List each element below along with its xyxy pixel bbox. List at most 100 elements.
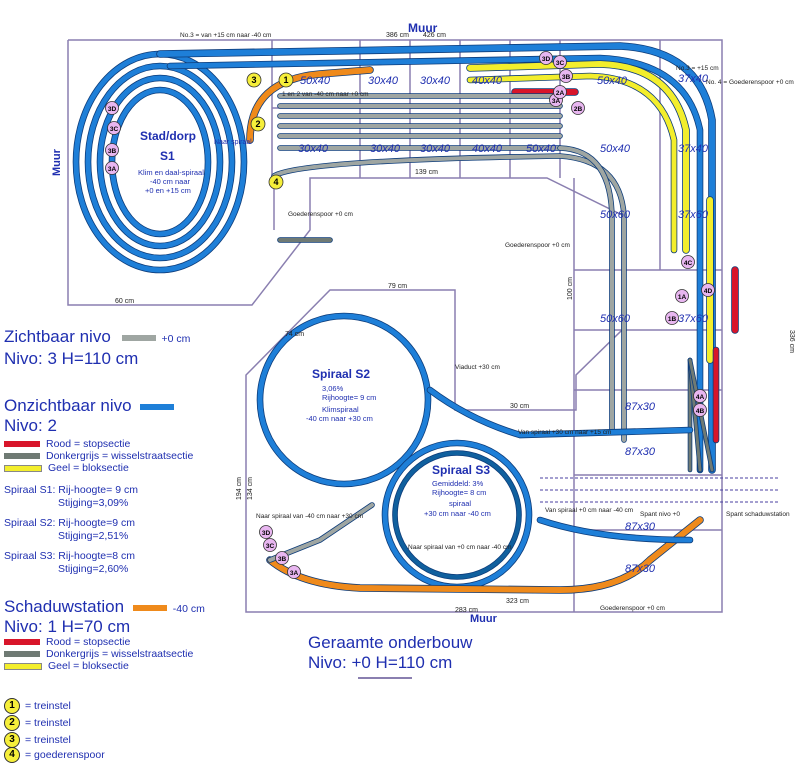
module-label: 37x40 (678, 73, 709, 85)
trein-badge: 2 (4, 715, 20, 731)
schaduw-value: -40 cm (172, 603, 205, 615)
s3-spiral-ring (382, 440, 532, 590)
legend-onzichtbaar-title: Onzichtbaar nivo (4, 396, 180, 416)
marker-label: 3A (108, 166, 117, 173)
trein-badge: 3 (4, 732, 20, 748)
zichtbaar-swatch (121, 334, 156, 341)
marker-dot (693, 403, 707, 417)
s1-desc-2: -40 cm naar (150, 177, 191, 186)
marker-dot (559, 69, 573, 83)
note-goederen-a: Goederenspoor +0 cm (288, 211, 353, 218)
dim-inner-6: 74 cm (285, 331, 304, 338)
s2-desc-4: -40 cm naar +30 cm (306, 414, 373, 423)
marker-label: 3B (562, 74, 571, 81)
schaduw-item-label: Donkergrijs = wisselstraatsectie (46, 648, 194, 660)
tracks-layer (72, 42, 739, 594)
s3-desc-4: +30 cm naar -40 cm (424, 509, 491, 518)
onzichtbaar-item-2: Geel = bloksectie (4, 462, 129, 475)
module-label: 30x40 (368, 75, 399, 87)
schaduw-item-2: Geel = bloksectie (4, 660, 129, 673)
note-spant-schaduw: Spant schaduwstation (726, 511, 790, 518)
trein-item-0: 1= treinstel (4, 698, 71, 714)
marker-dot (105, 101, 119, 115)
marker-dot (287, 565, 301, 579)
dim-top-2: 426 cm (423, 32, 446, 39)
module-label: 37x60 (678, 209, 709, 221)
marker-label: 3C (110, 126, 119, 133)
note-naar-s2: Naar spiraal van -40 cm naar +30 cm (256, 513, 363, 520)
s2-desc-1: 3,06% (322, 384, 344, 393)
s2-title: Spiraal S2 (312, 367, 370, 381)
note-goederen-b: Goederenspoor +0 cm (505, 242, 570, 249)
yellow-block-1 (467, 60, 689, 253)
marker-label: 2A (556, 90, 565, 97)
module-label: 87x30 (625, 563, 656, 575)
s2-desc-2: Rijhoogte= 9 cm (322, 393, 376, 402)
marker-dot (675, 289, 689, 303)
swatch-geel (4, 464, 42, 472)
note-goederen-c: Goederenspoor +0 cm (600, 605, 665, 612)
marker-label: 3 (251, 75, 256, 85)
module-label: 87x30 (625, 446, 656, 458)
marker-label: 3A (290, 570, 299, 577)
note-spant-nivo: Spant nivo +0 (640, 511, 680, 518)
onzichtbaar-item-1: Donkergrijs = wisselstraatsectie (4, 450, 193, 463)
marker-label: 4A (696, 394, 705, 401)
s2-desc-3: Klimspiraal (322, 405, 359, 414)
marker-dot (107, 121, 121, 135)
module-label: 50x40 (526, 143, 557, 155)
zichtbaar-title: Zichtbaar nivo (4, 327, 111, 346)
connect-hidden-line-2 (537, 517, 693, 543)
module-label: 40x40 (472, 143, 503, 155)
dim-left-1: 194 cm (236, 477, 243, 500)
s2-spiral-ring (257, 313, 431, 487)
swatch-geel (4, 662, 42, 670)
top-hidden-line-2 (167, 55, 703, 473)
s3-desc-3: spiraal (449, 499, 471, 508)
schaduw-swatch (132, 604, 167, 611)
onzichtbaar-title: Onzichtbaar nivo (4, 396, 132, 415)
spiral-info-2: Spiraal S3: Rij-hoogte=8 cm Stijging=2,6… (4, 550, 135, 576)
module-label: 50x40 (600, 143, 631, 155)
geraamte-line (358, 677, 412, 679)
dim-top-1: 386 cm (386, 32, 409, 39)
schaduw-sub: Nivo: 1 H=70 cm (4, 617, 131, 636)
wall-label-top: Muur (408, 21, 438, 35)
marker-dot (246, 72, 262, 88)
marker-label: 3C (556, 60, 565, 67)
legend-schaduw-title: Schaduwstation -40 cm (4, 597, 205, 617)
spant-lines (540, 477, 780, 503)
s1-desc-1: Klim en daal-spiraal (138, 168, 204, 177)
visible-main-line (272, 153, 626, 442)
s3-spiral-ring-inner (393, 451, 522, 579)
dim-bottom-2: 283 cm (455, 607, 478, 614)
marker-label: 2 (255, 119, 260, 129)
top-hidden-line (157, 42, 715, 473)
note-viaduct: Viaduct +30 cm (455, 364, 500, 371)
s3-desc-2: Rijhoogte= 8 cm (432, 488, 486, 497)
swatch-donkergrijs (4, 651, 40, 658)
module-label: 37x60 (678, 313, 709, 325)
marker-label: 3D (542, 56, 551, 63)
marker-dot (571, 101, 585, 115)
marker-dot (693, 389, 707, 403)
dim-bottom-1: 323 cm (506, 598, 529, 605)
marker-dot (278, 72, 294, 88)
onzichtbaar-swatch (140, 403, 175, 410)
module-label: 30x40 (370, 143, 401, 155)
marker-label: 4B (696, 408, 705, 415)
marker-dot (268, 174, 284, 190)
module-label: 30x40 (420, 75, 451, 87)
markers-layer: 12343D3C3B3A3D3C3B3A3D3C3B3A2A2B1A1B4A4B… (105, 51, 715, 579)
trein-label: = treinstel (25, 733, 71, 746)
trein-item-1: 2= treinstel (4, 715, 71, 731)
marker-dot (105, 143, 119, 157)
note-no3-top: No.3 = van +15 cm naar -40 cm (180, 32, 271, 39)
spiral-info-line1: Spiraal S2: Rij-hoogte=9 cm (4, 517, 136, 529)
s3-desc-1: Gemiddeld: 3% (432, 479, 484, 488)
marker-dot (259, 525, 273, 539)
onzichtbaar-item-label: Donkergrijs = wisselstraatsectie (46, 450, 194, 462)
module-label: 50x40 (300, 75, 331, 87)
marker-label: 4 (273, 177, 278, 187)
